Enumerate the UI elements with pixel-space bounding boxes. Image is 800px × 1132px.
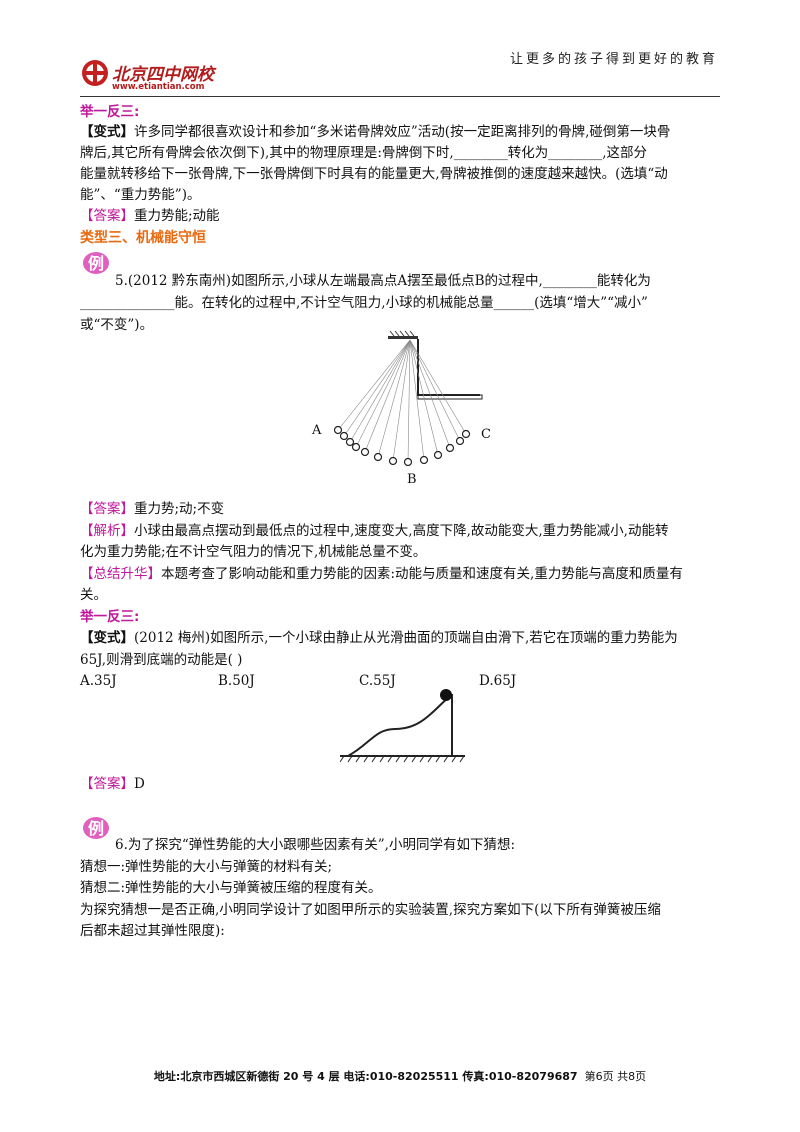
variant-text: (2012 梅州)如图所示,一个小球由静止从光滑曲面的顶端自由滑下,若它在顶端的…	[134, 630, 678, 646]
variant-line-1: 【变式】许多同学都很喜欢设计和参加“多米诺骨牌效应”活动(按一定距离排列的骨牌,…	[80, 123, 720, 142]
ex5-line-3: 或“不变”)。	[80, 317, 154, 333]
summary-text: 本题考查了影响动能和重力势能的因素:动能与质量和速度有关,重力势能与高度和质量有	[161, 566, 683, 582]
type3-title: 类型三、机械能守恒	[80, 230, 206, 246]
footer-page: 第6页 共8页	[584, 1070, 647, 1083]
ex6-line-5: 后都未超过其弹性限度):	[80, 923, 225, 939]
option-a: A.35J	[80, 673, 117, 689]
ex6-line-1: 6.为了探究“弹性势能的大小跟哪些因素有关”,小明同学有如下猜想:	[115, 837, 516, 853]
answer-text: D	[134, 776, 145, 792]
option-d: D.65J	[479, 673, 517, 689]
logo-url: www.etiantian.com	[112, 82, 205, 92]
variant-line-2: 牌后,其它所有骨牌会依次倒下),其中的物理原理是:骨牌倒下时,________转…	[80, 145, 647, 161]
header-rule	[80, 96, 720, 97]
ex6-line-3: 猜想二:弹性势能的大小与弹簧被压缩的程度有关。	[80, 880, 382, 896]
variant-text: 许多同学都很喜欢设计和参加“多米诺骨牌效应”活动(按一定距离排列的骨牌,碰倒第一…	[134, 124, 671, 140]
variant-tag: 【变式】	[80, 630, 134, 646]
summary-tag: 【总结升华】	[80, 566, 161, 582]
option-b: B.50J	[218, 673, 255, 689]
fig-label-b: B	[407, 472, 417, 487]
option-c: C.55J	[359, 673, 396, 689]
ex5-answer-line: 【答案】重力势;动;不变	[80, 500, 720, 519]
answer-text: 重力势;动;不变	[134, 501, 225, 517]
fig-label-c: C	[481, 427, 491, 442]
answer-tag: 【答案】	[80, 501, 134, 517]
footer-address: 地址:北京市西城区新德街 20 号 4 层 电话:010-82025511 传真…	[153, 1070, 578, 1083]
answer-line: 【答案】重力势能;动能	[80, 207, 720, 226]
answer-tag: 【答案】	[80, 208, 134, 224]
slope-figure	[340, 689, 465, 763]
variant-tag: 【变式】	[80, 124, 134, 140]
ex5-line-2: ______________能。在转化的过程中,不计空气阻力,小球的机械能总量_…	[80, 295, 648, 311]
logo-name: 北京四中网校	[112, 65, 214, 85]
analysis-text: 小球由最高点摆动到最低点的过程中,速度变大,高度下降,故动能变大,重力势能减小,…	[134, 523, 669, 539]
example-badge-icon-2	[83, 817, 109, 839]
logo-emblem-icon	[82, 60, 108, 86]
pendulum-figure	[333, 330, 483, 467]
example-badge-icon	[83, 252, 109, 274]
fig-label-a: A	[312, 423, 322, 438]
ex5-line-1: 5.(2012 黔东南州)如图所示,小球从左端最高点A摆至最低点B的过程中,__…	[115, 273, 651, 289]
example-badge-label-2: 例	[88, 819, 105, 838]
ex5-summary-line-1: 【总结升华】本题考查了影响动能和重力势能的因素:动能与质量和速度有关,重力势能与…	[80, 565, 720, 584]
header-slogan: 让更多的孩子得到更好的教育	[509, 52, 718, 67]
page-footer: 地址:北京市西城区新德街 20 号 4 层 电话:010-82025511 传真…	[0, 1068, 800, 1084]
ex6-line-4: 为探究猜想一是否正确,小明同学设计了如图甲所示的实验装置,探究方案如下(以下所有…	[80, 902, 661, 918]
ex5-summary-line-2: 关。	[80, 587, 107, 603]
variant2-answer-line: 【答案】D	[80, 775, 720, 794]
analysis-tag: 【解析】	[80, 523, 134, 539]
ex5-analysis-line-2: 化为重力势能;在不计空气阻力的情况下,机械能总量不变。	[80, 544, 427, 560]
section-heading: 举一反三:	[80, 104, 140, 120]
variant-line-4: 能”、“重力势能”)。	[80, 187, 201, 203]
variant2-line-2: 65J,则滑到底端的动能是( )	[80, 652, 243, 668]
answer-text: 重力势能;动能	[134, 208, 220, 224]
answer-tag: 【答案】	[80, 776, 134, 792]
ex5-analysis-line-1: 【解析】小球由最高点摆动到最低点的过程中,速度变大,高度下降,故动能变大,重力势…	[80, 522, 720, 541]
section-heading-2: 举一反三:	[80, 609, 140, 625]
example-badge-label: 例	[88, 254, 105, 273]
ex6-line-2: 猜想一:弹性势能的大小与弹簧的材料有关;	[80, 859, 333, 875]
variant-line-3: 能量就转移给下一张骨牌,下一张骨牌倒下时具有的能量更大,骨牌被推倒的速度越来越快…	[80, 166, 668, 182]
variant2-line-1: 【变式】(2012 梅州)如图所示,一个小球由静止从光滑曲面的顶端自由滑下,若它…	[80, 629, 720, 648]
